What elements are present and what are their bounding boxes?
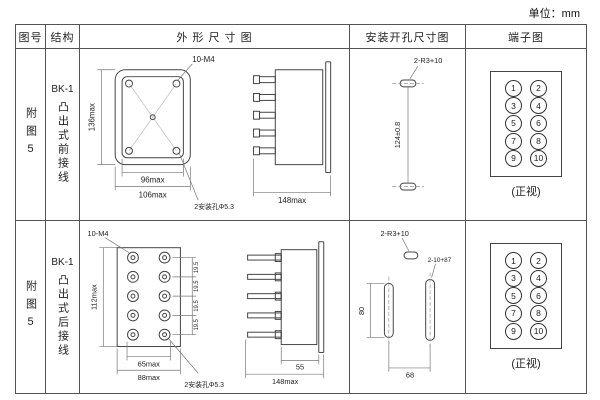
hole-note-label: 2安装孔Φ5.3 (194, 202, 234, 211)
hole-note-label: 2安装孔Φ5.3 (184, 380, 224, 389)
terminal-2: 2 (530, 79, 547, 97)
mounting-drawing-row2: 2-R3+10 2-10+87 80 68 (350, 221, 466, 393)
dim-height-label: 112max (89, 284, 98, 310)
mount-slot-label: 2-R3+10 (413, 56, 441, 65)
terminal-4: 4 (530, 97, 547, 115)
terminal-3: 3 (505, 269, 522, 287)
pitch-label-3: 19.5 (194, 300, 200, 312)
header-terminal: 端子图 (466, 25, 586, 49)
model-label: BK-1 (51, 84, 74, 95)
terminal-box: 1 3 5 7 9 2 4 6 8 10 (490, 243, 562, 349)
terminal-4: 4 (530, 269, 547, 287)
terminal-5: 5 (505, 287, 522, 305)
terminal-10: 10 (530, 150, 547, 168)
terminal-caption: (正视) (511, 185, 541, 198)
terminal-1: 1 (505, 252, 522, 270)
outline-drawing-row2: 10-M4 112max 19.5 19.5 19.5 19.5 65max 8… (80, 221, 350, 393)
figure-number-row2: 附图5 (16, 221, 46, 393)
terminal-diagram-row1: 1 3 5 7 9 2 4 6 8 10 (正视) (466, 49, 586, 221)
header-structure: 结构 (46, 25, 80, 49)
terminal-5: 5 (505, 114, 522, 132)
dim-width-inner-label: 96max (140, 175, 164, 184)
terminal-7: 7 (505, 132, 522, 150)
pitch-label-2: 19.5 (194, 280, 200, 292)
header-figure-no: 图号 (16, 25, 46, 49)
structure-text: 凸出式后接线 (56, 273, 69, 358)
terminal-6: 6 (530, 287, 547, 305)
structure-row1: BK-1 凸出式前接线 (46, 49, 80, 221)
terminal-7: 7 (505, 305, 522, 323)
pitch-label-1: 19.5 (194, 261, 200, 273)
outline-drawing-row1: 136max 10-M4 96max 106max 2安装孔Φ5.3 (80, 49, 350, 221)
dim-screws-label: 10-M4 (192, 54, 215, 63)
terminal-3: 3 (505, 97, 522, 115)
pitch-label-4: 19.5 (194, 318, 200, 330)
mount-height-label: 80 (356, 307, 365, 315)
outline-drawing-front-wiring: 136max 10-M4 96max 106max 2安装孔Φ5.3 (87, 54, 331, 211)
figure-number-row1: 附图5 (16, 49, 46, 221)
structure-text: 凸出式前接线 (56, 101, 69, 185)
terminal-box: 1 3 5 7 9 2 4 6 8 10 (490, 70, 562, 177)
header-mounting: 安装开孔尺寸图 (350, 25, 466, 49)
dim-side-width-label: 55 (295, 362, 303, 371)
dim-width-outer-label: 106max (138, 190, 166, 199)
terminal-9: 9 (505, 322, 522, 340)
terminal-2: 2 (530, 252, 547, 270)
terminal-diagram-row2: 1 3 5 7 9 2 4 6 8 10 (正视) (466, 221, 586, 393)
terminal-9: 9 (505, 150, 522, 168)
dim-width-outer-label: 88max (137, 373, 160, 382)
figure-number-text: 附图5 (24, 107, 37, 162)
header-outline: 外 形 尺 寸 图 (80, 25, 350, 49)
mounting-hole-drawing-rear-wiring: 2-R3+10 2-10+87 80 68 (356, 229, 451, 380)
terminal-6: 6 (530, 114, 547, 132)
mount-height-label: 124±0.8 (393, 121, 402, 148)
dim-height-label: 136max (87, 103, 96, 131)
dimension-table: 图号 结构 外 形 尺 寸 图 安装开孔尺寸图 端子图 附图5 BK-1 凸出式… (15, 24, 587, 394)
model-label: BK-1 (51, 256, 74, 268)
dim-depth-label: 148max (271, 377, 298, 386)
outline-drawing-rear-wiring: 10-M4 112max 19.5 19.5 19.5 19.5 65max 8… (87, 229, 324, 389)
structure-row2: BK-1 凸出式后接线 (46, 221, 80, 393)
terminal-8: 8 (530, 305, 547, 323)
terminal-10: 10 (530, 322, 547, 340)
figure-number-text: 附图5 (24, 279, 37, 335)
dim-width-inner-label: 65max (137, 359, 160, 368)
terminal-1: 1 (505, 79, 522, 97)
terminal-caption: (正视) (511, 358, 541, 370)
terminal-8: 8 (530, 132, 547, 150)
dim-screws-label: 10-M4 (87, 229, 108, 238)
mount-slot-label: 2-R3+10 (380, 229, 408, 238)
mount-slot2-label: 2-10+87 (427, 257, 451, 264)
mounting-drawing-row1: 2-R3+10 124±0.8 (350, 49, 466, 221)
mount-width-label: 68 (405, 371, 413, 380)
mounting-hole-drawing-front-wiring: 2-R3+10 124±0.8 (391, 56, 442, 191)
unit-label: 单位：mm (528, 8, 580, 20)
dim-depth-label: 148max (278, 196, 306, 205)
